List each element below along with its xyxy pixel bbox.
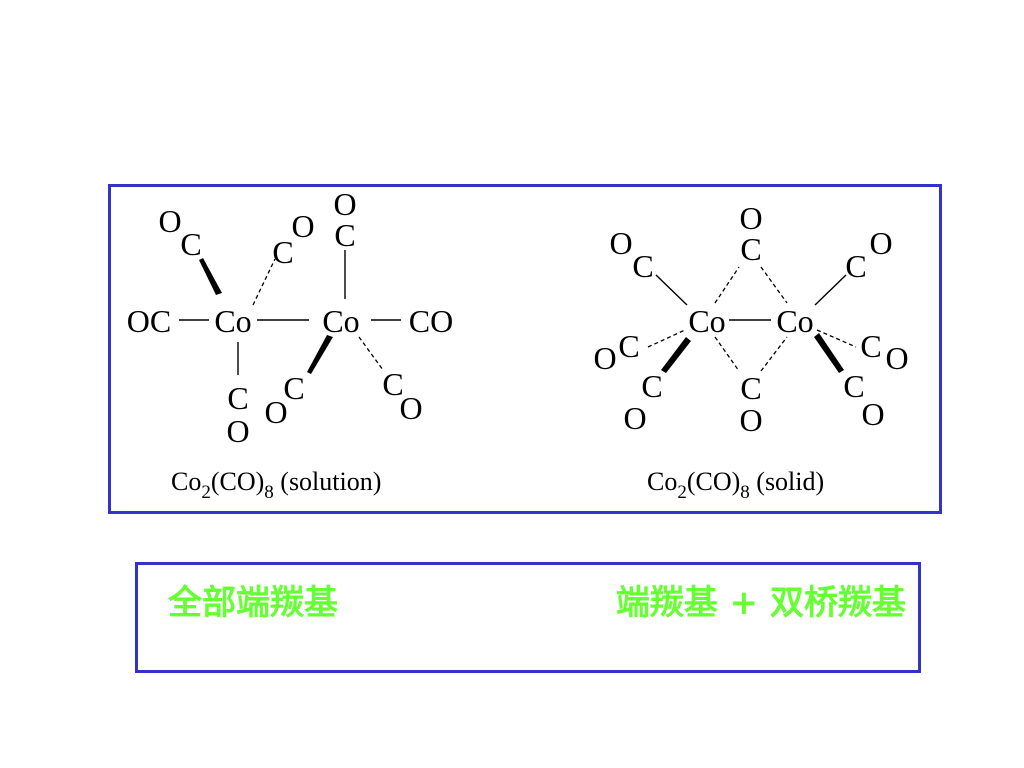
atom-c: C [843, 368, 864, 404]
ligand-oc-left: OC [127, 303, 171, 339]
atom-c: C [740, 231, 761, 267]
wedge-terminal [814, 333, 844, 373]
atom-co2: Co [322, 303, 359, 339]
atom-o: O [226, 413, 249, 449]
structure-solid: Co Co O C C O O C O C C O C O C O C O [593, 200, 908, 503]
atom-c: C [740, 370, 761, 406]
atom-o: O [861, 396, 884, 432]
bridge-dash [714, 336, 740, 372]
bond-terminal [655, 274, 688, 306]
atom-c: C [272, 234, 293, 270]
wedge-co2-downleft [307, 335, 333, 374]
atom-o: O [158, 203, 181, 239]
dash-co1-upright [252, 258, 276, 306]
bridge-dash [714, 266, 740, 304]
atom-c: C [641, 368, 662, 404]
atom-o: O [291, 208, 314, 244]
atom-co2: Co [776, 303, 813, 339]
atom-o: O [333, 187, 356, 222]
atom-c: C [860, 328, 881, 364]
atom-c: C [632, 248, 653, 284]
atom-o: O [869, 225, 892, 261]
atom-c: C [618, 328, 639, 364]
atom-o: O [885, 340, 908, 376]
atom-o: O [623, 400, 646, 436]
atom-o: O [609, 225, 632, 261]
atom-c: C [845, 248, 866, 284]
dash-co2-downright [358, 336, 384, 371]
bridge-dash [760, 266, 788, 304]
wedge-co1-upleft [199, 258, 222, 295]
bridge-dash [760, 336, 788, 372]
wedge-terminal [661, 337, 691, 373]
structures-panel: Co Co OC CO O C C O O C C O C O C O Co2( [108, 184, 942, 514]
structure-diagram: Co Co OC CO O C C O O C C O C O C O Co2( [127, 187, 909, 503]
caption-terminal-carbonyls: 全部端羰基 [168, 583, 338, 623]
bond-terminal [814, 274, 847, 306]
atom-o: O [593, 340, 616, 376]
atom-o: O [739, 200, 762, 236]
atom-c: C [334, 217, 355, 253]
atom-co1: Co [214, 303, 251, 339]
caption-box: 全部端羰基 端羰基 + 双桥羰基 [135, 562, 921, 673]
atom-c: C [283, 370, 304, 406]
atom-o: O [399, 390, 422, 426]
atom-c: C [180, 226, 201, 262]
atom-c: C [382, 366, 403, 402]
formula-solution: Co2(CO)8 (solution) [171, 467, 381, 503]
ligand-co-right: CO [409, 303, 453, 339]
atom-c: C [227, 380, 248, 416]
dash-terminal [647, 329, 686, 348]
atom-co1: Co [688, 303, 725, 339]
formula-solid: Co2(CO)8 (solid) [647, 467, 824, 503]
structure-solution: Co Co OC CO O C C O O C C O C O C O Co2( [127, 187, 453, 503]
atom-o: O [739, 402, 762, 438]
caption-terminal-and-bridging-carbonyls: 端羰基 + 双桥羰基 [615, 583, 906, 623]
dash-terminal [816, 329, 857, 348]
atom-o: O [264, 394, 287, 430]
